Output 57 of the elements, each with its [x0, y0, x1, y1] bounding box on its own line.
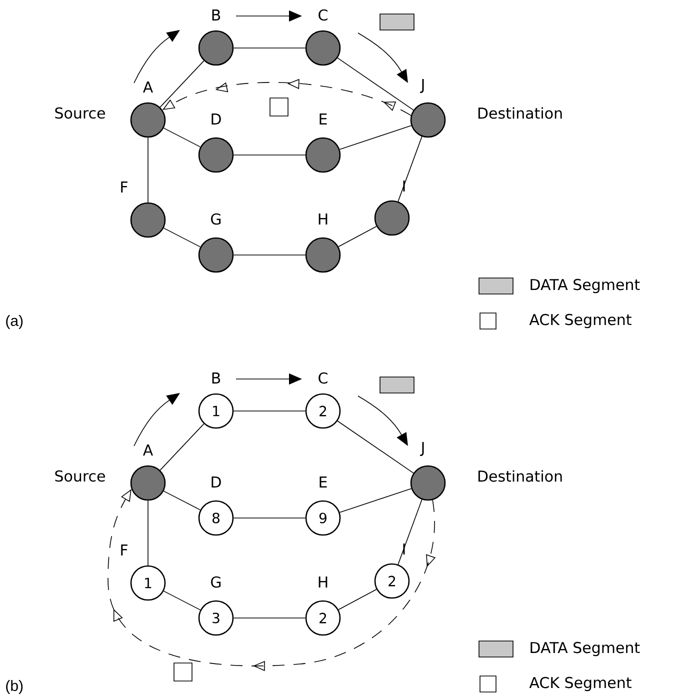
node-letter: C [318, 372, 328, 384]
node-circle [374, 200, 410, 236]
node-label: Source [55, 470, 105, 482]
node-letter: F [121, 182, 128, 192]
node-letter: F [121, 544, 128, 556]
node-circle [130, 202, 166, 238]
node-circle [198, 30, 234, 66]
node-circle [410, 102, 446, 138]
node-circle [198, 137, 234, 173]
link-line [339, 488, 412, 513]
link-line [339, 125, 412, 150]
node-letter: D [212, 114, 221, 124]
node-letter: B [212, 10, 220, 20]
link-line [163, 128, 201, 148]
node-label: Destination [478, 470, 562, 482]
node-letter: E [320, 114, 327, 124]
link-line [160, 60, 204, 108]
link-line [163, 490, 201, 510]
node-letter: H [318, 576, 328, 588]
node-circle [198, 237, 234, 273]
node-letter: J [420, 442, 424, 456]
panel-label: (b) [6, 680, 23, 694]
node-label: Source [55, 107, 105, 119]
node-circle [130, 465, 166, 501]
link-line [398, 499, 422, 565]
link-line [338, 588, 377, 610]
link-line [233, 410, 306, 412]
node-circle [305, 237, 341, 273]
legend-label: ACK Segment [529, 676, 632, 692]
node-letter: B [212, 372, 220, 384]
link-line [233, 254, 306, 256]
node-letter: G [211, 213, 221, 225]
link-line [337, 420, 414, 474]
node-circle [305, 137, 341, 173]
node-label: Destination [478, 107, 562, 119]
node-letter: A [142, 444, 153, 456]
node-letter: A [142, 82, 153, 92]
node-letter: E [320, 476, 327, 488]
link-line [163, 228, 201, 248]
node-letter: J [420, 79, 424, 93]
node-letter: C [318, 9, 328, 21]
node-circle [130, 102, 166, 138]
panel-label: (a) [6, 315, 23, 329]
legend-label: ACK Segment [529, 314, 632, 328]
legend-label: DATA Segment [530, 642, 640, 656]
node-circle [305, 30, 341, 66]
node-letter: G [211, 576, 221, 588]
link-line [233, 154, 306, 156]
node-letter: H [318, 214, 328, 224]
node-letter: D [212, 476, 221, 488]
link-line [337, 58, 414, 110]
node-circle [410, 465, 446, 501]
legend-label: DATA Segment [530, 278, 640, 294]
link-line [163, 590, 201, 610]
link-line [338, 226, 377, 248]
link-line [398, 136, 422, 202]
link-line [160, 423, 204, 471]
